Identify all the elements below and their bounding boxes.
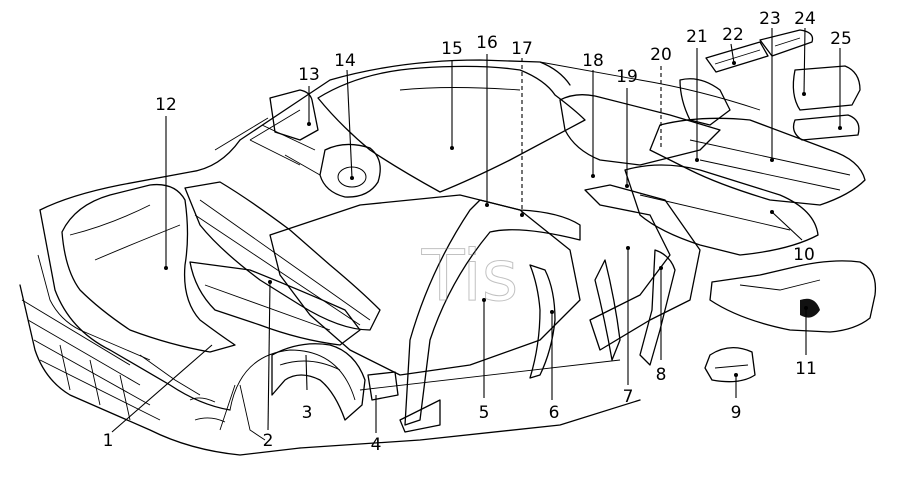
callout-21: 21 xyxy=(686,27,708,47)
callout-19: 19 xyxy=(616,67,638,87)
callout-25: 25 xyxy=(830,29,852,49)
part-25-pad xyxy=(792,65,861,111)
part-2-firewall-strip xyxy=(184,181,381,331)
front-floor-pan xyxy=(269,194,581,376)
callout-6: 6 xyxy=(549,403,560,423)
part-7-c-pillar xyxy=(594,259,621,361)
part-23-trunk-floor xyxy=(649,117,866,206)
part-9-bracket xyxy=(704,347,756,383)
callout-7: 7 xyxy=(623,387,634,407)
part-18-door-trim xyxy=(584,184,701,351)
leader-dots xyxy=(164,61,842,377)
leader-lines xyxy=(111,27,841,433)
callout-10: 10 xyxy=(793,245,815,265)
callout-20: 20 xyxy=(650,45,672,65)
callout-23: 23 xyxy=(759,9,781,29)
part-1-lower-firewall xyxy=(189,261,361,346)
callout-2: 2 xyxy=(263,431,274,451)
watermark: Tis xyxy=(421,235,519,317)
callout-9: 9 xyxy=(731,403,742,423)
callout-14: 14 xyxy=(334,51,356,71)
callout-16: 16 xyxy=(476,33,498,53)
part-15-roof-liner xyxy=(317,65,586,193)
callout-17: 17 xyxy=(511,39,533,59)
part-10-rear-floor xyxy=(624,164,819,256)
part-4-plug xyxy=(367,371,399,401)
callout-4: 4 xyxy=(371,435,382,455)
callout-1: 1 xyxy=(103,431,114,451)
callout-18: 18 xyxy=(582,51,604,71)
part-21-trunk-side xyxy=(679,78,731,126)
part-8-rear-pillar xyxy=(639,249,676,366)
part-14-blower-insulation xyxy=(319,143,381,198)
part-6-b-pillar-pad xyxy=(529,264,556,379)
callout-13: 13 xyxy=(298,65,320,85)
part-11-wheelhouse-pad xyxy=(709,260,877,333)
callout-8: 8 xyxy=(656,365,667,385)
part-20-rear-shelf xyxy=(559,94,721,166)
part-25-pad-lower xyxy=(792,114,860,141)
part-3-front-wheelhouse xyxy=(271,343,366,421)
callout-15: 15 xyxy=(441,39,463,59)
callout-22: 22 xyxy=(722,25,744,45)
callout-labels: 1 2 3 4 5 6 7 8 9 10 11 12 13 14 15 16 1… xyxy=(103,9,852,455)
callout-3: 3 xyxy=(302,403,313,423)
callout-24: 24 xyxy=(794,9,816,29)
part-16-a-pillar-trim xyxy=(404,199,581,426)
callout-12: 12 xyxy=(155,95,177,115)
part-12-hood-pad xyxy=(61,183,236,353)
part-5-sill-trim xyxy=(399,399,441,433)
part-24-trim xyxy=(759,29,814,57)
part-22-trim xyxy=(705,41,769,73)
car-body-outline xyxy=(19,59,761,456)
callout-11: 11 xyxy=(795,359,817,379)
part-13-deflector xyxy=(269,89,319,141)
callout-5: 5 xyxy=(479,403,490,423)
